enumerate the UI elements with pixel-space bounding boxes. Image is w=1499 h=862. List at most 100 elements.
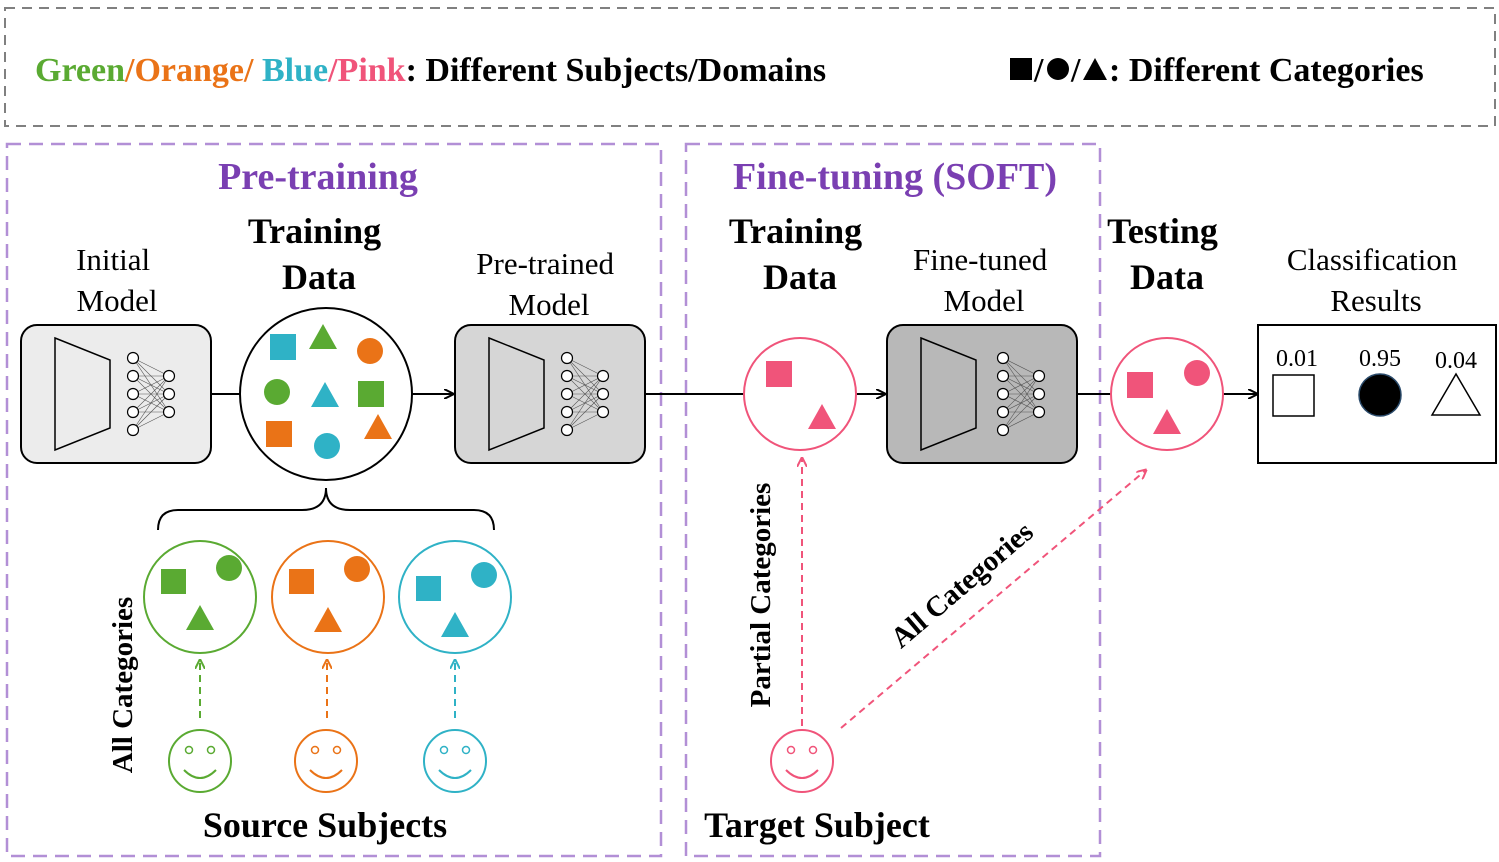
source-subject-orange-face-icon — [294, 729, 358, 793]
pink-square-icon — [1127, 372, 1153, 398]
blue-triangle-icon — [311, 382, 339, 407]
finetune-training-data-label: Training Data — [729, 211, 871, 297]
blue-circle-icon — [314, 433, 340, 459]
pretrained-model-line2: Model — [509, 287, 590, 322]
green-square-icon — [161, 569, 186, 594]
nn-edge — [1002, 393, 1040, 431]
nn-edge — [566, 375, 604, 431]
nn-node — [1032, 369, 1046, 383]
legend-subjects-text: : Different Subjects/Domains — [406, 52, 827, 89]
classification-results-line1: Classification — [1287, 242, 1458, 277]
nn-node — [162, 369, 176, 383]
legend-slash: / — [243, 52, 262, 89]
source-subjects-label: Source Subjects — [203, 805, 447, 845]
nn-node — [596, 369, 610, 383]
nn-node — [996, 351, 1010, 365]
blue-circle-icon — [471, 562, 497, 588]
nn-edge — [132, 375, 170, 395]
green-square-icon — [358, 381, 384, 407]
source-subject-green-face-icon — [168, 729, 232, 793]
legend-green: Green — [35, 52, 125, 89]
pretrained-model-label: Pre-trained Model — [476, 246, 621, 322]
result-circle-icon — [1358, 373, 1402, 417]
finetuning-title: Fine-tuning (SOFT) — [733, 156, 1057, 198]
initial-model-label: Initial Model — [76, 242, 158, 318]
nn-edge — [566, 375, 604, 413]
legend-frame — [4, 7, 1496, 127]
testing-data-line2: Data — [1130, 257, 1204, 297]
pretrain-training-data-label: Training Data — [248, 211, 390, 297]
nn-node — [126, 369, 140, 383]
score-circle: 0.95 — [1359, 346, 1401, 372]
pink-triangle-icon — [1153, 409, 1181, 434]
pretraining-title: Pre-training — [218, 156, 418, 198]
nn-node — [596, 387, 610, 401]
source-data-green — [143, 540, 257, 654]
nn-edge — [1002, 375, 1040, 431]
legend-triangle-icon — [1083, 58, 1107, 80]
all-categories-diagonal-label: All Categories — [885, 516, 1040, 655]
nn-edge — [132, 375, 170, 413]
initial-model-line1: Initial — [76, 242, 150, 277]
nn-node — [126, 387, 140, 401]
nn-node — [996, 369, 1010, 383]
finetuned-model — [886, 324, 1078, 464]
nn-node — [1032, 405, 1046, 419]
blue-square-icon — [270, 334, 296, 360]
classification-results-line2: Results — [1330, 283, 1421, 318]
nn-edge — [132, 411, 170, 431]
all-categories-vertical-label: All Categories — [107, 597, 139, 773]
nn-edge — [566, 375, 604, 395]
classification-results-box: 0.01 0.95 0.04 — [1257, 324, 1497, 464]
green-triangle-icon — [309, 324, 337, 349]
nn-node — [996, 387, 1010, 401]
encoder-shape — [54, 336, 111, 452]
source-data-orange — [271, 540, 385, 654]
source-data-blue — [398, 540, 512, 654]
source-subject-blue-face-icon — [423, 729, 487, 793]
nn-node — [126, 405, 140, 419]
nn-edge — [132, 375, 170, 431]
legend-categories-text: : Different Categories — [1109, 52, 1424, 89]
legend-subjects: Green/Orange/ Blue/Pink: Different Subje… — [35, 52, 826, 89]
blue-triangle-icon — [441, 612, 469, 637]
orange-square-icon — [266, 421, 292, 447]
orange-triangle-icon — [314, 607, 342, 632]
curly-brace — [157, 487, 495, 531]
initial-model — [20, 324, 212, 464]
nn-node — [996, 423, 1010, 437]
neural-net-icon — [996, 351, 1046, 437]
nn-node — [560, 405, 574, 419]
nn-edge — [132, 393, 170, 431]
initial-model-line2: Model — [77, 283, 158, 318]
testing-data-label: Testing Data — [1107, 211, 1227, 297]
pretraining-frame — [5, 142, 663, 858]
orange-circle-icon — [357, 338, 383, 364]
partial-categories-vertical-label: Partial Categories — [745, 483, 777, 708]
result-square-icon — [1272, 374, 1315, 417]
green-triangle-icon — [186, 605, 214, 630]
legend-slash: / — [1070, 52, 1081, 89]
nn-edge — [1002, 357, 1040, 377]
legend-circle-icon — [1047, 58, 1069, 80]
nn-node — [560, 387, 574, 401]
target-subject-face-icon — [770, 729, 834, 793]
arrow-target-to-testing-data — [840, 470, 1146, 729]
blue-square-icon — [416, 576, 441, 601]
nn-edge — [132, 357, 170, 377]
nn-node — [126, 423, 140, 437]
orange-circle-icon — [344, 556, 370, 582]
nn-edge — [566, 411, 604, 431]
legend-slash: / — [327, 52, 338, 89]
orange-triangle-icon — [364, 414, 392, 439]
finetuned-model-line2: Model — [944, 283, 1025, 318]
nn-node — [162, 405, 176, 419]
green-circle-icon — [216, 555, 242, 581]
finetune-data-circle — [743, 337, 857, 451]
nn-node — [560, 369, 574, 383]
encoder-shape — [920, 336, 977, 452]
neural-net-icon — [126, 351, 176, 437]
pink-circle-icon — [1184, 360, 1210, 386]
